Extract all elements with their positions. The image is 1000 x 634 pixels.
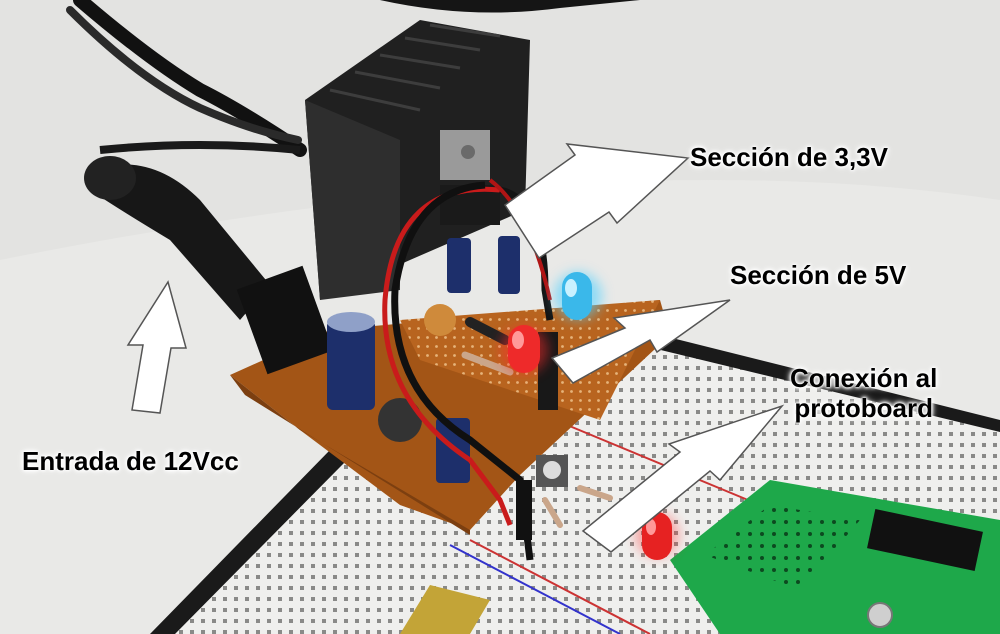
label-connection-line1: Conexión al <box>790 363 938 393</box>
green-board <box>670 480 1000 634</box>
label-section-5v: Sección de 5V <box>730 260 907 290</box>
label-connection-line2: protoboard <box>794 393 933 423</box>
arrow-input-icon <box>126 280 187 414</box>
label-section-3v3: Sección de 3,3V <box>690 142 888 172</box>
led-blue-pcb <box>554 272 602 320</box>
label-input: Entrada de 12Vcc <box>22 446 239 476</box>
led-red-pcb <box>500 325 548 374</box>
dc-jack <box>84 156 334 375</box>
power-cable <box>66 0 307 157</box>
arrow-3v3-icon <box>503 143 690 260</box>
label-breadboard-connection: Conexión al protoboard <box>790 363 937 423</box>
arrow-connection-icon <box>581 404 785 553</box>
arrow-5v-icon <box>550 299 731 384</box>
resistors <box>424 304 613 528</box>
capacitors <box>327 236 520 483</box>
heatsink <box>305 20 530 300</box>
callout-arrows <box>126 143 785 553</box>
